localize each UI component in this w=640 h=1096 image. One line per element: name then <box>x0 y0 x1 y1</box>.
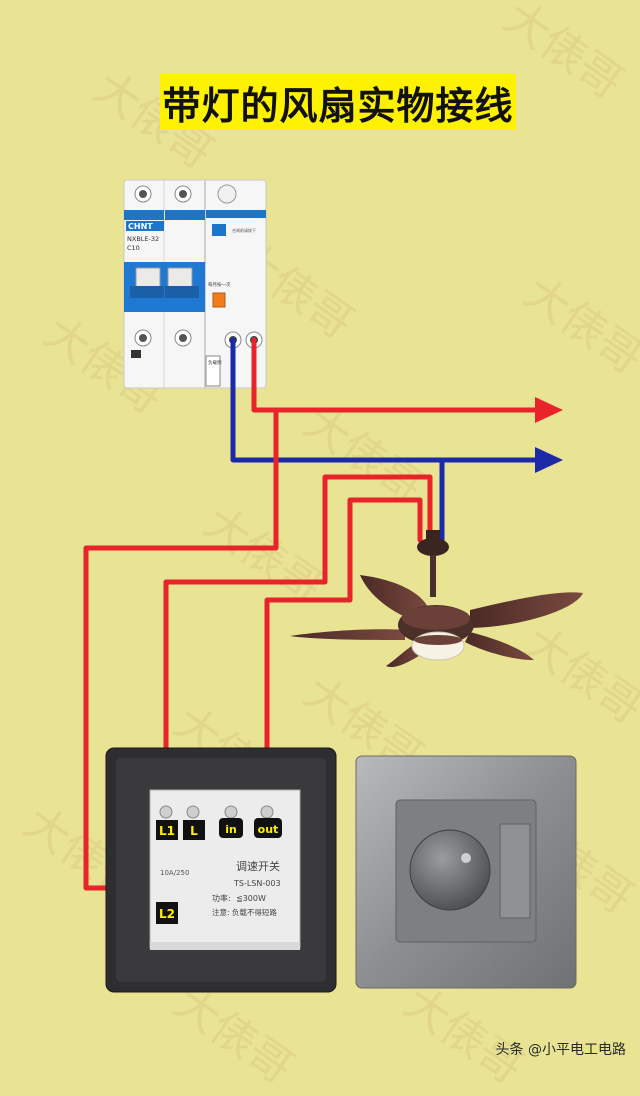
terminal-out: out <box>258 823 279 836</box>
switch-title: 调速开关 <box>236 859 280 873</box>
load-side-label: 负载侧 <box>208 359 222 366</box>
terminal-L2: L2 <box>159 907 175 921</box>
neutral-wire <box>230 337 543 463</box>
dimmer-knob[interactable] <box>409 829 491 911</box>
switch-model: TS-LSN-003 <box>233 879 281 888</box>
terminal-in: in <box>225 823 237 836</box>
breaker-model: NXBLE-32 <box>127 235 159 243</box>
title-banner: 带灯的风扇实物接线 <box>160 74 516 130</box>
diagram-canvas: CHNT NXBLE-32 C10 合闸前请拨下 每月按一次 <box>83 179 583 993</box>
live-wire <box>251 337 543 413</box>
terminal-L: L <box>190 824 198 838</box>
dimmer-front-panel <box>355 755 577 989</box>
switch-power-prefix: 功率: <box>212 893 231 903</box>
ceiling-fan <box>290 530 583 668</box>
footer-credit: 头条 @小平电工电路 <box>495 1042 626 1058</box>
terminal-L1: L1 <box>159 824 175 838</box>
live-arrow <box>535 397 563 423</box>
test-button[interactable] <box>212 292 226 308</box>
page-title: 带灯的风扇实物接线 <box>162 83 514 128</box>
circuit-breaker: CHNT NXBLE-32 C10 合闸前请拨下 每月按一次 <box>123 179 267 389</box>
fan-wire-out <box>264 497 423 831</box>
switch-power: ≦300W <box>236 894 266 903</box>
test-button-label: 每月按一次 <box>208 281 231 288</box>
neutral-arrow <box>535 447 563 473</box>
breaker-brand: CHNT <box>128 222 153 231</box>
wiring-diagram: 大俵哥 大俵哥 大俵哥 大俵哥 大俵哥 大俵哥 大俵哥 大俵哥 大俵哥 大俵哥 … <box>15 0 640 1094</box>
switch-side-label: 10A/250 <box>160 869 189 877</box>
fan-wire-L1 <box>163 474 433 831</box>
breaker-note: 合闸前请拨下 <box>232 227 256 233</box>
speed-switch: L1 L in out L2 10A/250 调速开关 TS-LSN-003 功… <box>105 747 337 993</box>
breaker-rating: C10 <box>127 244 140 252</box>
switch-notice: 注意: 负载不得短路 <box>212 907 277 917</box>
